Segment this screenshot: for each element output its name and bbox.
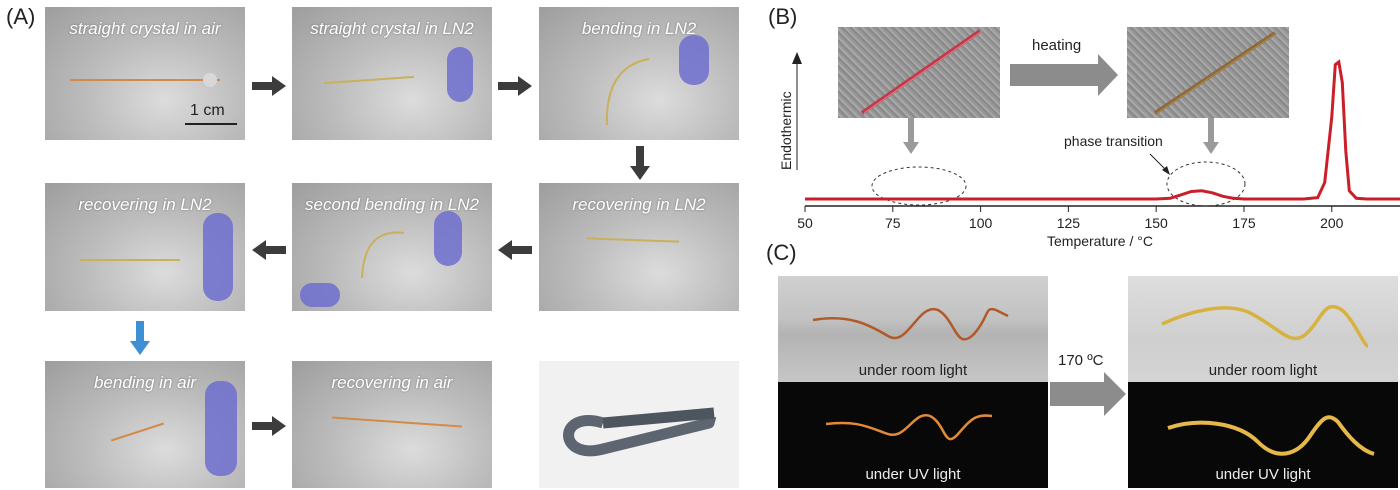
glove-finger (447, 47, 473, 102)
photo-caption: second bending in LN2 (305, 195, 479, 214)
bent-crystal (361, 231, 405, 279)
annotation-arrowhead-icon (1162, 166, 1170, 175)
crystal (111, 422, 164, 442)
glove-finger (434, 211, 462, 266)
photo-left-room-light: under room light (778, 276, 1048, 382)
crystal-red (860, 29, 983, 115)
panel-label-c: (C) (766, 240, 797, 265)
photo-bending-ln2: bending in LN2 (539, 7, 739, 140)
x-axis-label: Temperature / °C (1047, 233, 1153, 249)
photo-caption: straight crystal in LN2 (310, 19, 474, 38)
photo-caption: recovering in air (331, 373, 453, 392)
glove-finger (300, 283, 340, 307)
y-axis-label: Endothermic (778, 91, 794, 170)
wavy-crystal (812, 307, 1009, 341)
photo-straight-crystal-ln2: straight crystal in LN2 (292, 7, 492, 140)
crystal-droplet (203, 73, 217, 87)
photo-recovering-ln2-2: recovering in LN2 (45, 183, 245, 311)
x-tick-label: 100 (969, 215, 993, 231)
dashed-ellipse-low (871, 166, 967, 206)
heating-label: heating (1032, 37, 1081, 54)
scale-bar (185, 123, 237, 125)
dsc-chart: Endothermic 50 75 100 125 150 175 200 Temperat… (778, 37, 1400, 249)
panel-label-b: (B) (768, 4, 798, 29)
caption-uv-light: under UV light (865, 466, 961, 483)
crystal (80, 259, 180, 261)
panel-label-a: (A) (6, 4, 36, 29)
arrow-left-icon (252, 240, 286, 260)
photo-recovering-air: recovering in air (292, 361, 492, 488)
photo-right-room-light: under room light (1128, 276, 1398, 382)
x-tick-label: 75 (885, 215, 901, 231)
crystal-brown (1153, 31, 1278, 115)
arrow-right-icon (498, 76, 532, 96)
heating-arrow-icon (1050, 372, 1126, 416)
wavy-crystal-glowing (1167, 415, 1375, 456)
x-tick-label: 50 (797, 215, 813, 231)
scale-bar-label: 1 cm (190, 102, 225, 119)
glove-finger (679, 35, 709, 85)
arrow-down-icon (630, 146, 650, 180)
glove-finger (205, 381, 237, 476)
bent-crystal (605, 58, 650, 126)
x-tick-label: 150 (1144, 215, 1168, 231)
photo-caption: bending in LN2 (581, 19, 697, 38)
temperature-label: 170 ºC (1058, 352, 1104, 369)
arrow-left-icon (498, 240, 532, 260)
wavy-crystal (1161, 304, 1369, 348)
photo-ribbon-model (539, 361, 739, 488)
photo-recovering-ln2-1: recovering in LN2 (539, 183, 739, 311)
heating-arrow-icon (1010, 54, 1118, 96)
arrow-right-icon (252, 416, 286, 436)
photo-second-bending-ln2: second bending in LN2 (292, 183, 492, 311)
caption-uv-light: under UV light (1215, 466, 1311, 483)
x-tick-label: 125 (1057, 215, 1081, 231)
x-tick-label: 200 (1320, 215, 1344, 231)
arrow-right-icon (252, 76, 286, 96)
phase-transition-label: phase transition (1064, 133, 1163, 149)
crystal (70, 79, 220, 81)
caption-room-light: under room light (858, 362, 968, 379)
double-arrow-icon (1203, 106, 1219, 154)
crystal-micrograph-after (1127, 27, 1289, 118)
wavy-crystal-glowing (825, 413, 993, 441)
caption-room-light: under room light (1208, 362, 1318, 379)
folded-ribbon (563, 407, 717, 457)
arrow-down-icon (130, 321, 150, 355)
photo-right-uv-light: under UV light (1128, 382, 1398, 488)
dsc-curve (805, 59, 1400, 201)
x-tick-label: 175 (1232, 215, 1256, 231)
photo-bending-air: bending in air (45, 361, 245, 488)
photo-left-uv-light: under UV light (778, 382, 1048, 488)
crystal (332, 416, 462, 428)
crystal (324, 75, 414, 85)
double-arrow-icon (903, 106, 919, 154)
dashed-ellipse-transition (1166, 161, 1246, 207)
photo-caption: bending in air (93, 373, 197, 392)
crystal (586, 237, 680, 243)
photo-straight-crystal-air: straight crystal in air 1 cm (45, 7, 245, 140)
photo-caption: recovering in LN2 (572, 195, 706, 214)
y-axis-arrow-icon (792, 52, 802, 64)
photo-caption: recovering in LN2 (78, 195, 212, 214)
glove-finger (203, 213, 233, 301)
photo-caption: straight crystal in air (69, 19, 221, 38)
crystal-micrograph-before (838, 27, 1000, 118)
